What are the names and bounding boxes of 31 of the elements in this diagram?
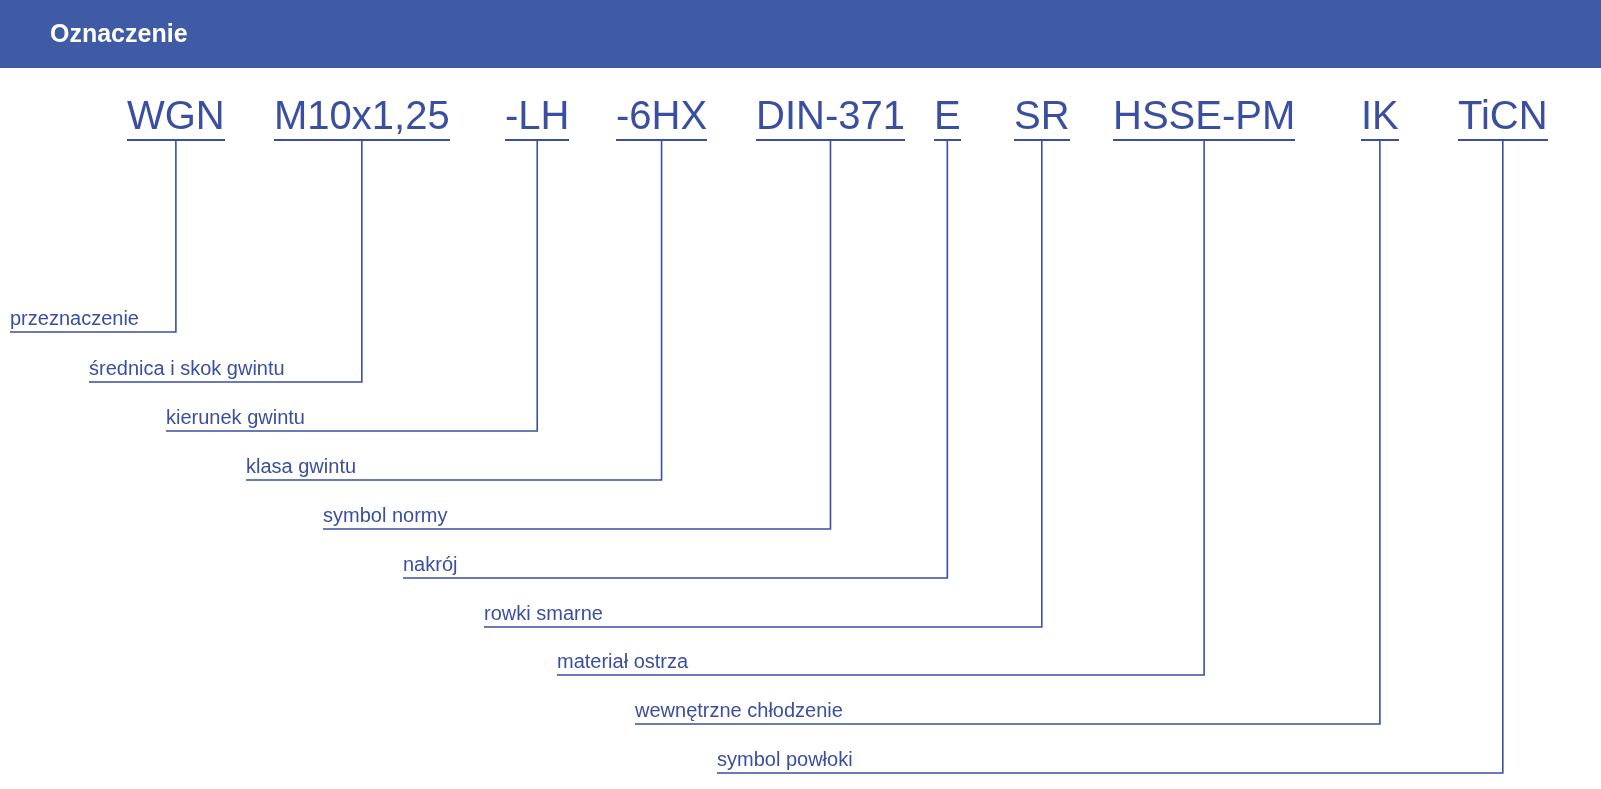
leader-line <box>483 140 1043 628</box>
leader-line <box>402 140 949 579</box>
designation-code: -6HX <box>616 92 708 141</box>
designation-code: E <box>934 92 961 141</box>
designation-code: HSSE-PM <box>1113 92 1296 141</box>
description-label: nakrój <box>403 552 458 576</box>
leader-line <box>9 140 177 333</box>
description-label: wewnętrzne chłodzenie <box>635 698 843 722</box>
leader-line <box>88 140 363 383</box>
description-label: symbol powłoki <box>717 747 853 771</box>
description-label: kierunek gwintu <box>166 405 305 429</box>
designation-code: DIN-371 <box>756 92 905 141</box>
leader-line <box>165 140 539 432</box>
description-label: rowki smarne <box>484 601 603 625</box>
designation-code: M10x1,25 <box>274 92 450 141</box>
leader-line <box>245 140 663 481</box>
designation-code: SR <box>1014 92 1070 141</box>
description-label: symbol normy <box>323 503 448 527</box>
description-label: klasa gwintu <box>246 454 357 478</box>
description-label: średnica i skok gwintu <box>89 356 285 380</box>
designation-code: TiCN <box>1458 92 1548 141</box>
description-label: materiał ostrza <box>557 649 689 673</box>
leader-line <box>716 140 1504 774</box>
designation-code: -LH <box>505 92 570 141</box>
title-text: Oznaczenie <box>50 18 188 48</box>
leader-line <box>634 140 1381 725</box>
designation-code: IK <box>1361 92 1399 141</box>
leader-line <box>322 140 832 530</box>
designation-code: WGN <box>127 92 225 141</box>
description-label: przeznaczenie <box>10 306 139 330</box>
leader-line <box>556 140 1205 676</box>
